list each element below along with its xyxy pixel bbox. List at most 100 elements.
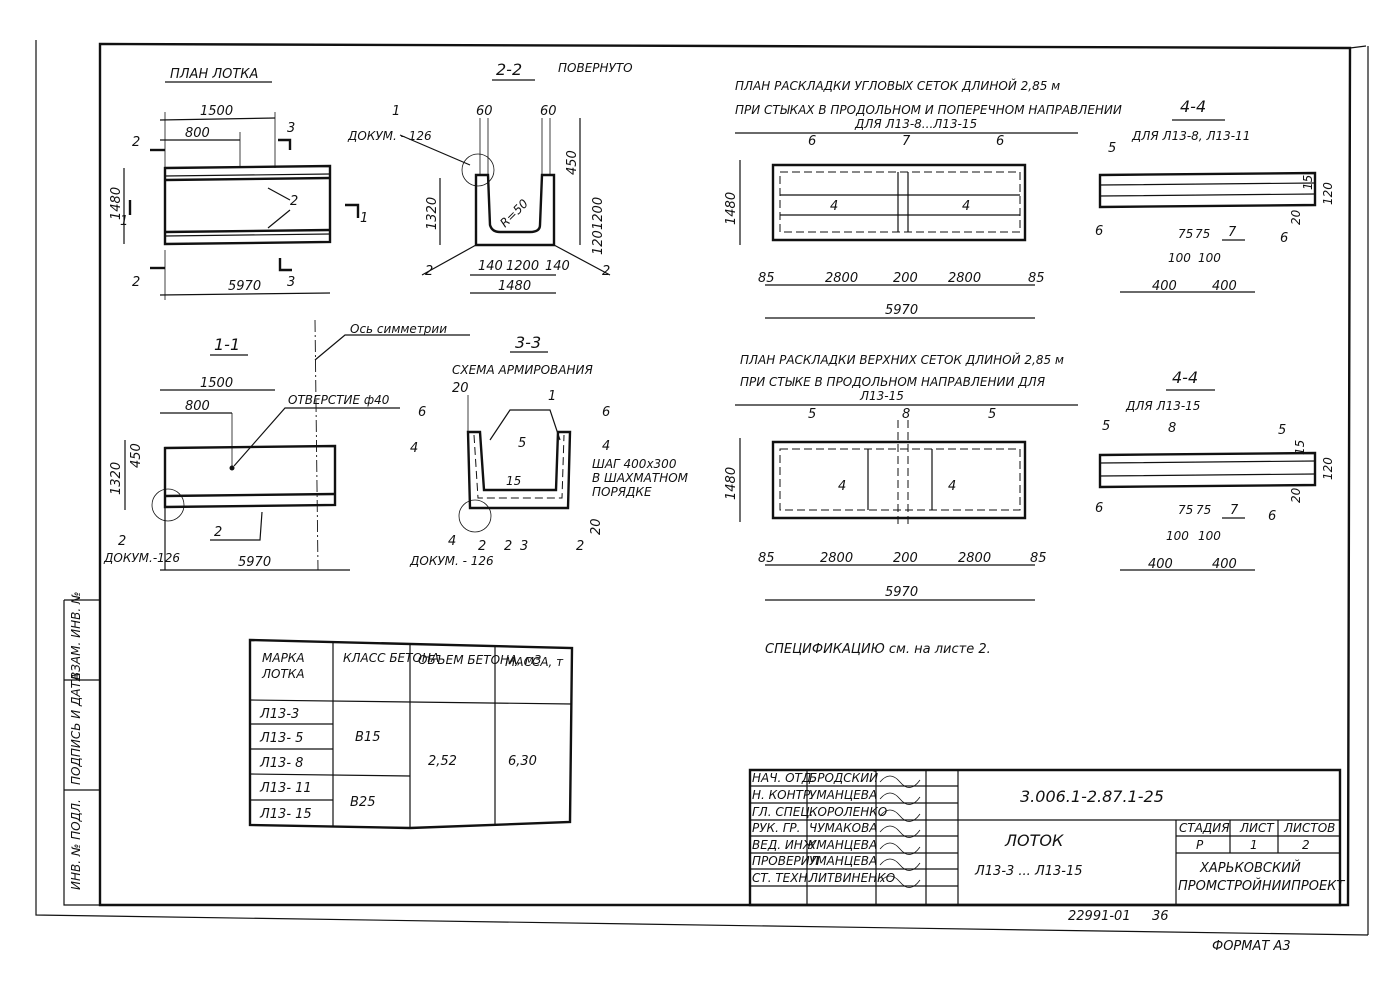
top-dim-1480: 1480 [724,467,739,500]
table-class-b15: В15 [355,730,380,745]
sec11-dim-1500: 1500 [200,376,233,391]
top-dim-2800-right: 2800 [958,551,991,566]
plan-dim-5970: 5970 [228,279,261,294]
corner-dim-85-left: 85 [758,271,775,286]
sec11-dim-450: 450 [129,443,144,468]
plan-sec1-right: 1 [360,211,368,226]
sec44a-dim-100b: 100 [1198,251,1221,265]
stamp-sheet-label: ЛИСТ [1239,821,1275,835]
footer-num: 36 [1152,909,1169,924]
corner-leader-7: 7 [902,134,911,149]
top-sec4-right: 4 [948,479,956,494]
stamp-code: 3.006.1-2.87.1-25 [1020,787,1164,806]
section-4-4-upper: 4-4 ДЛЯ Л13-8, Л13-11 5 6 6 7 75 75 100 … [1095,97,1335,294]
sec44b-leader-5-right: 5 [1278,423,1286,438]
sec22-note: ПОВЕРНУТО [558,61,633,75]
sec44a-leader-6-left: 6 [1095,224,1103,239]
table-mark-4: Л13- 11 [259,781,312,796]
corner-dim-2800-left: 2800 [825,271,858,286]
hole-label: ОТВЕРСТИЕ ф40 [288,393,390,407]
sec33-leader-2b: 2 [504,539,512,554]
sec33-dim-20: 20 [589,518,604,535]
sec22-dim-1320: 1320 [425,197,440,230]
plan-sec2-bottom: 2 [132,275,140,290]
stamp-sheets: 2 [1302,838,1310,852]
sec33-leader-5: 5 [518,436,526,451]
sec11-leader-2: 2 [118,534,126,549]
sec44a-dim-120: 120 [1321,182,1335,205]
sec33-title: 3-3 [515,333,541,352]
top-mesh-plan: ПЛАН РАСКЛАДКИ ВЕРХНИХ СЕТОК ДЛИНОЙ 2,85… [724,352,1078,601]
top-dim-2800-left: 2800 [820,551,853,566]
corner-leader-6-left: 6 [808,134,816,149]
stamp-role-2: Н. КОНТР. [752,788,814,802]
sec33-dim-15: 15 [506,474,521,488]
stamp-name-7: ЛИТВИНЕНКО [808,871,895,885]
table-header-mark-1: МАРКА [262,651,305,665]
sec44b-title: 4-4 [1172,368,1198,387]
stamp-role-7: СТ. ТЕХН. [752,871,811,885]
corner-dim-85-right: 85 [1028,271,1045,286]
side-label-2: ПОДПИСЬ И ДАТА [69,673,83,785]
sec33-leader-4-right: 4 [602,439,610,454]
sec22-leader-2-right: 2 [602,264,610,279]
plan-sec3-top: 3 [287,121,295,136]
sec44a-dim-75a: 75 [1178,227,1193,241]
sec22-dim-140-left: 140 [478,259,503,274]
sec11-leader-2b: 2 [214,525,222,540]
top-plan-title-2: ПРИ СТЫКЕ В ПРОДОЛЬНОМ НАПРАВЛЕНИИ ДЛЯ [740,375,1046,389]
plan-dim-1500: 1500 [200,104,233,119]
signatures [879,775,921,888]
side-label-1: ВЗАМ. ИНВ. № [69,592,83,680]
top-plan-title-1: ПЛАН РАСКЛАДКИ ВЕРХНИХ СЕТОК ДЛИНОЙ 2,85… [740,352,1064,367]
section-2-2: 2-2 ПОВЕРНУТО 1 ДОКУМ. - 126 60 60 1320 … [347,60,633,294]
section-3-3: 3-3 СХЕМА АРМИРОВАНИЯ 20 1 6 6 4 4 5 15 … [409,333,689,568]
top-sec4-left: 4 [838,479,846,494]
sec44a-dim-100a: 100 [1168,251,1191,265]
sec44a-dim-400b: 400 [1212,279,1237,294]
sec11-dim-800: 800 [185,399,210,414]
table-volume: 2,52 [428,754,457,769]
sec22-leader-1: 1 [392,104,400,119]
corner-dim-5970: 5970 [885,303,918,318]
sec22-doc126: ДОКУМ. - 126 [347,129,432,143]
title-block [748,768,1342,907]
footer-format: ФОРМАТ А3 [1212,939,1291,954]
sheet-frame [35,40,1369,936]
stamp-sheets-label: ЛИСТОВ [1283,821,1335,835]
corner-dim-1480: 1480 [724,192,739,225]
sec44a-title: 4-4 [1180,97,1206,116]
sec44b-dim-20: 20 [1289,487,1303,503]
sec33-doc126: ДОКУМ. - 126 [409,554,494,568]
sec44a-subtitle: ДЛЯ Л13-8, Л13-11 [1131,129,1250,143]
top-dim-85-left: 85 [758,551,775,566]
sec44b-dim-15: 15 [1293,440,1307,455]
sec11-title: 1-1 [214,335,240,354]
stamp-role-4: РУК. ГР. [752,821,800,835]
sec44a-leader-6-right: 6 [1280,231,1288,246]
plan-sec3-bottom: 3 [287,275,295,290]
sec44a-dim-15: 15 [1301,175,1315,190]
mesh-step-3: ПОРЯДКЕ [592,485,652,499]
plan-view: ПЛАН ЛОТКА 1500 800 1480 5970 2 2 3 3 1 [109,67,368,300]
table-mark-2: Л13- 5 [259,731,303,746]
corner-sec4-left: 4 [830,199,838,214]
sec33-leader-4-left: 4 [410,441,418,456]
top-leader-5-left: 5 [808,407,816,422]
sec22-leader-2-left: 2 [425,264,433,279]
stamp-org-1: ХАРЬКОВСКИЙ [1199,860,1301,876]
sec44b-dim-120: 120 [1321,457,1335,480]
sec11-dim-5970: 5970 [238,555,271,570]
top-dim-85-right: 85 [1030,551,1047,566]
sec11-doc126: ДОКУМ.-126 [103,551,180,565]
sec22-dim-1200: 1200 [591,197,606,230]
top-dim-5970: 5970 [885,585,918,600]
sec44b-dim-75b: 75 [1196,503,1211,517]
sec33-leader-3: 3 [520,539,528,554]
stamp-stage-label: СТАДИЯ [1179,821,1230,835]
sec44b-leader-5-left: 5 [1102,419,1110,434]
plan-title: ПЛАН ЛОТКА [170,67,258,82]
sec44a-leader-7: 7 [1228,225,1237,240]
